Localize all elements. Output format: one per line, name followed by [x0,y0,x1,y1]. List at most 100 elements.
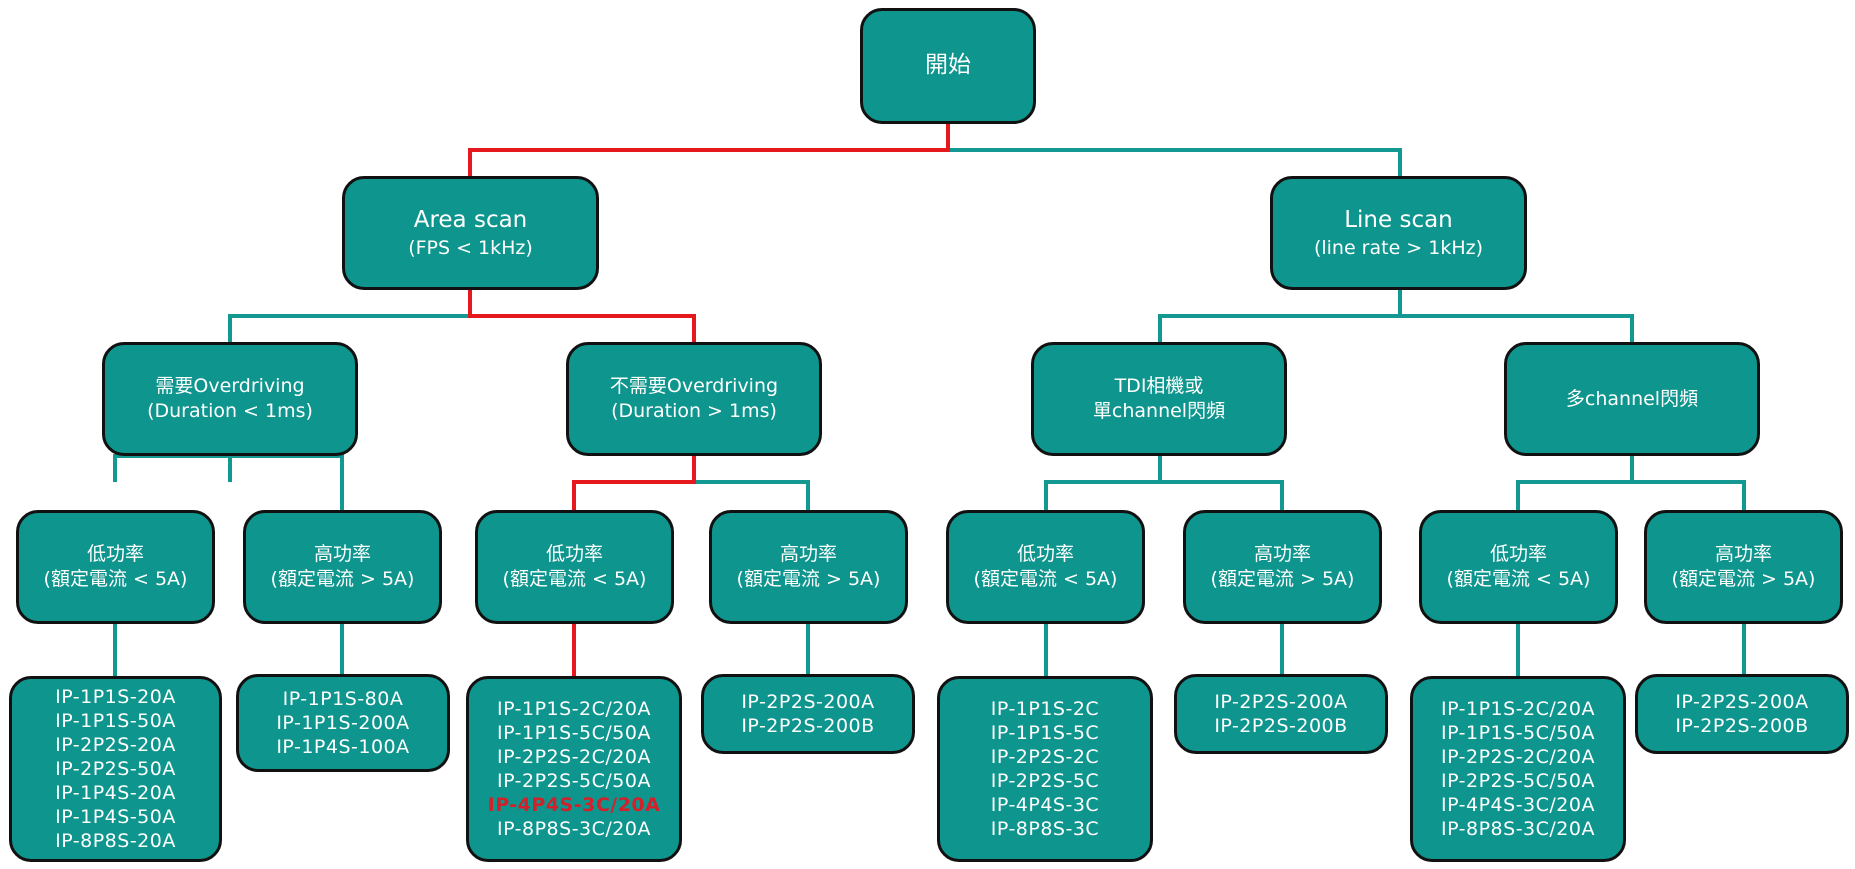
connector-nood-high [694,480,810,510]
model-item: IP-1P1S-50A [55,710,176,732]
low-power-current: (額定電流 < 5A) [1446,568,1591,590]
high-power-label: 高功率 [1253,543,1311,566]
multi-channel-label: 多channel閃頻 [1565,387,1699,410]
model-item: IP-8P8S-3C/20A [1441,818,1595,840]
high-power-label: 高功率 [1714,543,1772,566]
model-item: IP-1P1S-5C [990,722,1100,744]
tdi-high-power-node: 高功率 (額定電流 > 5A) [1183,510,1382,624]
model-item: IP-8P8S-20A [55,830,176,852]
model-item: IP-8P8S-3C [990,818,1100,840]
model-item: IP-2P2S-5C [990,770,1100,792]
model-item: IP-1P1S-2C [990,698,1100,720]
multi-high-model-list: IP-2P2S-200A IP-2P2S-200B [1635,674,1849,754]
line-scan-node: Line scan (line rate > 1kHz) [1270,176,1527,290]
low-power-current: (額定電流 < 5A) [43,568,188,590]
area-scan-title: Area scan [413,206,528,233]
nood-high-power-node: 高功率 (額定電流 > 5A) [709,510,908,624]
connector-root-area [468,124,950,176]
start-label: 開始 [925,52,971,79]
multi-low-model-list: IP-1P1S-2C/20A IP-1P1S-5C/50A IP-2P2S-2C… [1410,676,1626,862]
model-item: IP-1P4S-20A [55,782,176,804]
tdi-high-model-list: IP-2P2S-200A IP-2P2S-200B [1174,674,1388,754]
no-overdriving-label: 不需要Overdriving [609,375,779,398]
highlight-path [468,124,950,676]
start-node: 開始 [860,8,1036,124]
connector-line-multi [1400,314,1634,342]
connector-needod-high [230,454,344,510]
model-item: IP-1P1S-5C/50A [497,722,651,744]
model-item: IP-1P1S-2C/20A [497,698,651,720]
model-item: IP-2P2S-50A [55,758,176,780]
nood-low-model-list: IP-1P1S-2C/20A IP-1P1S-5C/50A IP-2P2S-2C… [466,676,682,862]
tdi-node: TDI相機或 單channel閃頻 [1031,342,1287,456]
od-high-power-node: 高功率 (額定電流 > 5A) [243,510,442,624]
line-scan-title: Line scan [1344,206,1453,233]
model-item: IP-2P2S-200B [1214,715,1348,737]
connector-area-nood [468,290,696,342]
model-item: IP-2P2S-200A [1214,691,1348,713]
model-item: IP-4P4S-3C/20A [1441,794,1595,816]
model-item: IP-2P2S-20A [55,734,176,756]
high-power-label: 高功率 [779,543,837,566]
connector-tdi-high [1160,480,1284,510]
high-power-current: (額定電流 > 5A) [736,568,881,590]
connector-root-line [948,148,1402,176]
connector-line-tdi [1158,290,1402,342]
no-overdriving-duration: (Duration > 1ms) [611,400,777,422]
teal-connectors [113,148,1746,676]
od-high-model-list: IP-1P1S-80A IP-1P1S-200A IP-1P4S-100A [236,674,450,772]
od-low-model-list: IP-1P1S-20A IP-1P1S-50A IP-2P2S-20A IP-2… [9,676,222,862]
model-item: IP-2P2S-200B [741,715,875,737]
tdi-label-1: TDI相機或 [1114,375,1204,398]
nood-high-model-list: IP-2P2S-200A IP-2P2S-200B [701,674,915,754]
high-power-current: (額定電流 > 5A) [270,568,415,590]
highlighted-model-item: IP-4P4S-3C/20A [487,794,661,816]
model-item: IP-1P1S-80A [282,688,404,710]
low-power-label: 低功率 [1489,543,1547,566]
connector-multi-low [1516,456,1634,510]
model-item: IP-2P2S-200A [1675,691,1809,713]
connector-tdi-low [1044,456,1162,510]
need-overdriving-label: 需要Overdriving [155,375,305,398]
high-power-current: (額定電流 > 5A) [1210,568,1355,590]
model-item: IP-1P1S-2C/20A [1441,698,1595,720]
connector-multi-high [1632,480,1746,510]
high-power-label: 高功率 [313,543,371,566]
need-overdriving-duration: (Duration < 1ms) [147,400,313,422]
connector-nood-low [572,456,696,510]
model-item: IP-1P1S-5C/50A [1441,722,1595,744]
model-item: IP-1P4S-100A [276,736,410,758]
low-power-current: (額定電流 < 5A) [502,568,647,590]
model-item: IP-1P1S-20A [55,686,176,708]
low-power-current: (額定電流 < 5A) [973,568,1118,590]
tdi-low-power-node: 低功率 (額定電流 < 5A) [946,510,1145,624]
model-item: IP-1P1S-200A [276,712,410,734]
nood-low-power-node: 低功率 (額定電流 < 5A) [475,510,674,624]
model-item: IP-2P2S-2C/20A [1441,746,1595,768]
model-item: IP-2P2S-2C [990,746,1100,768]
low-power-label: 低功率 [1016,543,1074,566]
area-scan-sub: (FPS < 1kHz) [408,236,533,259]
low-power-label: 低功率 [86,543,144,566]
connector-needod-low [113,454,230,482]
od-low-power-node: 低功率 (額定電流 < 5A) [16,510,215,624]
model-item: IP-2P2S-5C/50A [1441,770,1595,792]
tdi-label-2: 單channel閃頻 [1092,400,1226,422]
model-item: IP-1P4S-50A [55,806,176,828]
no-overdriving-node: 不需要Overdriving (Duration > 1ms) [566,342,822,456]
high-power-current: (額定電流 > 5A) [1671,568,1816,590]
model-item: IP-2P2S-2C/20A [497,746,651,768]
line-scan-sub: (line rate > 1kHz) [1313,236,1484,259]
model-item: IP-8P8S-3C/20A [497,818,651,840]
multi-low-power-node: 低功率 (額定電流 < 5A) [1419,510,1618,624]
low-power-label: 低功率 [545,543,603,566]
area-scan-node: Area scan (FPS < 1kHz) [342,176,599,290]
need-overdriving-node: 需要Overdriving (Duration < 1ms) [102,342,358,456]
tdi-low-model-list: IP-1P1S-2C IP-1P1S-5C IP-2P2S-2C IP-2P2S… [937,676,1153,862]
model-item: IP-2P2S-200B [1675,715,1809,737]
model-item: IP-2P2S-200A [741,691,875,713]
model-item: IP-2P2S-5C/50A [497,770,651,792]
model-item: IP-4P4S-3C [990,794,1100,816]
connector-area-needod [228,314,470,342]
